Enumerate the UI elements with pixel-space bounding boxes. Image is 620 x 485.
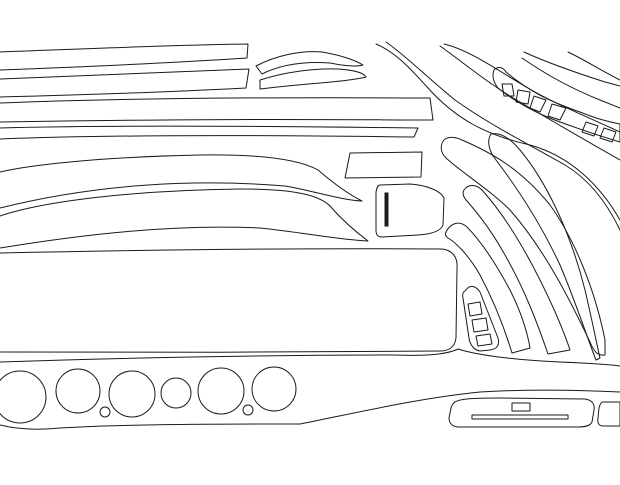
small-trim-piece-upper — [255, 51, 364, 75]
switch-panel-strip — [492, 67, 620, 143]
center-vent-slot — [384, 192, 389, 227]
gauge-dial-1 — [0, 370, 47, 424]
trim-strip-top — [0, 43, 249, 71]
upper-right-trim-d — [523, 51, 620, 87]
window-switch-2 — [471, 317, 489, 333]
window-switch-3 — [475, 333, 493, 347]
trim-strip-third — [0, 97, 434, 123]
upper-right-trim-e — [567, 51, 620, 81]
switch-button-5 — [581, 121, 599, 137]
gauge-cluster — [0, 366, 297, 424]
indicator-lamp-2 — [242, 404, 254, 416]
switch-button-6 — [599, 127, 617, 143]
window-switch-cluster — [462, 285, 500, 352]
indicator-lamp-1 — [99, 406, 111, 418]
gauge-dial-4 — [160, 377, 192, 409]
switch-button-4 — [547, 103, 567, 121]
switch-button-2 — [515, 89, 531, 105]
lower-dash-base — [0, 348, 620, 367]
gauge-dial-6 — [251, 366, 297, 412]
right-trim-strip-inner — [385, 41, 620, 231]
window-switch-1 — [467, 301, 483, 317]
switch-button-1 — [501, 83, 515, 97]
lower-dash-bottom-edge — [0, 389, 620, 430]
right-side-panel — [597, 401, 620, 427]
door-trim-panel-1 — [440, 136, 606, 356]
switch-button-3 — [529, 95, 547, 113]
glovebox-latch — [511, 402, 531, 412]
switch-button-row — [501, 83, 617, 143]
upper-right-trim-b — [443, 43, 620, 133]
small-trim-piece-lower — [259, 68, 367, 90]
window-switch-housing — [462, 285, 500, 352]
right-trim-strip-outer — [375, 43, 620, 221]
door-trim-panel-3 — [462, 185, 571, 355]
upper-right-trim-c — [521, 57, 620, 109]
glovebox-handle-slot — [471, 414, 569, 420]
upper-right-trim-a — [439, 45, 620, 161]
center-vent-block — [375, 183, 445, 238]
display-screen-frame — [0, 248, 458, 353]
lower-dash-panel — [0, 188, 369, 249]
door-trim-panel-4 — [444, 222, 531, 354]
gauge-dial-3 — [108, 370, 156, 418]
gauge-dial-2 — [55, 368, 101, 414]
trim-strip-fourth — [0, 125, 419, 140]
door-trim-panel-2 — [488, 133, 601, 361]
glovebox-lid — [448, 397, 595, 428]
gauge-dial-5 — [197, 367, 245, 415]
center-vent-top — [344, 151, 423, 179]
upper-dash-panel — [0, 154, 363, 209]
trim-strip-second — [0, 68, 250, 98]
